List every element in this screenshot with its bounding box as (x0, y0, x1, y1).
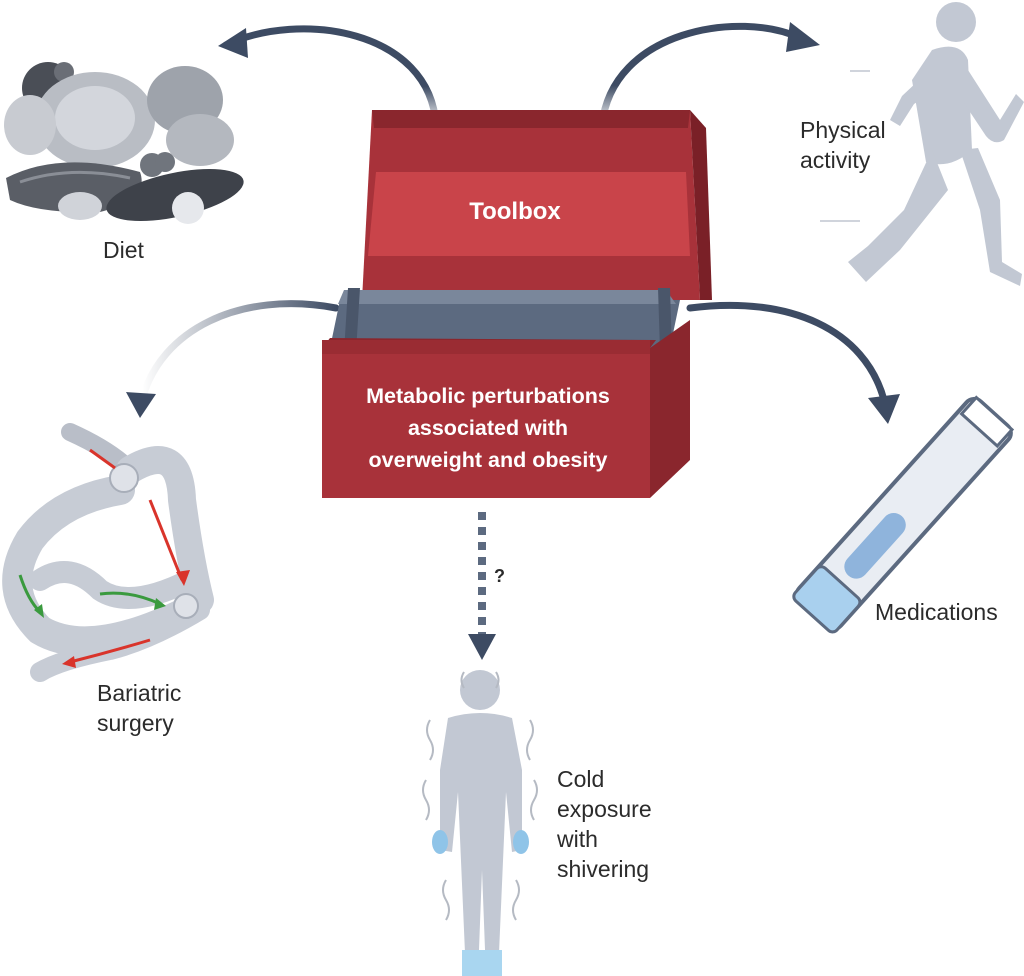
uncertain-link-marker: ? (494, 566, 505, 586)
arrow-to-diet (218, 25, 440, 129)
gastric-bypass-icon (2, 423, 214, 682)
toolbox-content-line: overweight and obesity (368, 448, 608, 472)
dashed-arrow-to-cold-exposure (468, 512, 496, 660)
medications-label: Medications (875, 599, 998, 625)
diet-label: Diet (103, 237, 144, 263)
cold-exposure-label: Cold exposure with shivering (557, 766, 652, 882)
physical-activity-label: Physical activity (800, 117, 886, 173)
injection-pen-icon (792, 395, 1015, 634)
arrow-to-bariatric-surgery (126, 300, 340, 418)
shivering-person-icon (422, 670, 538, 976)
toolbox-content-line: Metabolic perturbations (366, 384, 610, 408)
toolbox-content-label: Metabolic perturbations associated with … (322, 380, 654, 476)
running-person-icon (820, 2, 1024, 286)
bariatric-surgery-label: Bariatric surgery (97, 680, 182, 736)
toolbox-title: Toolbox (469, 198, 561, 225)
arrow-to-medications (686, 301, 900, 424)
toolbox-illustration (322, 110, 712, 498)
toolbox-content-line: associated with (407, 416, 569, 440)
vegetables-meat-icon (0, 62, 244, 224)
arrow-to-physical-activity (598, 22, 820, 129)
